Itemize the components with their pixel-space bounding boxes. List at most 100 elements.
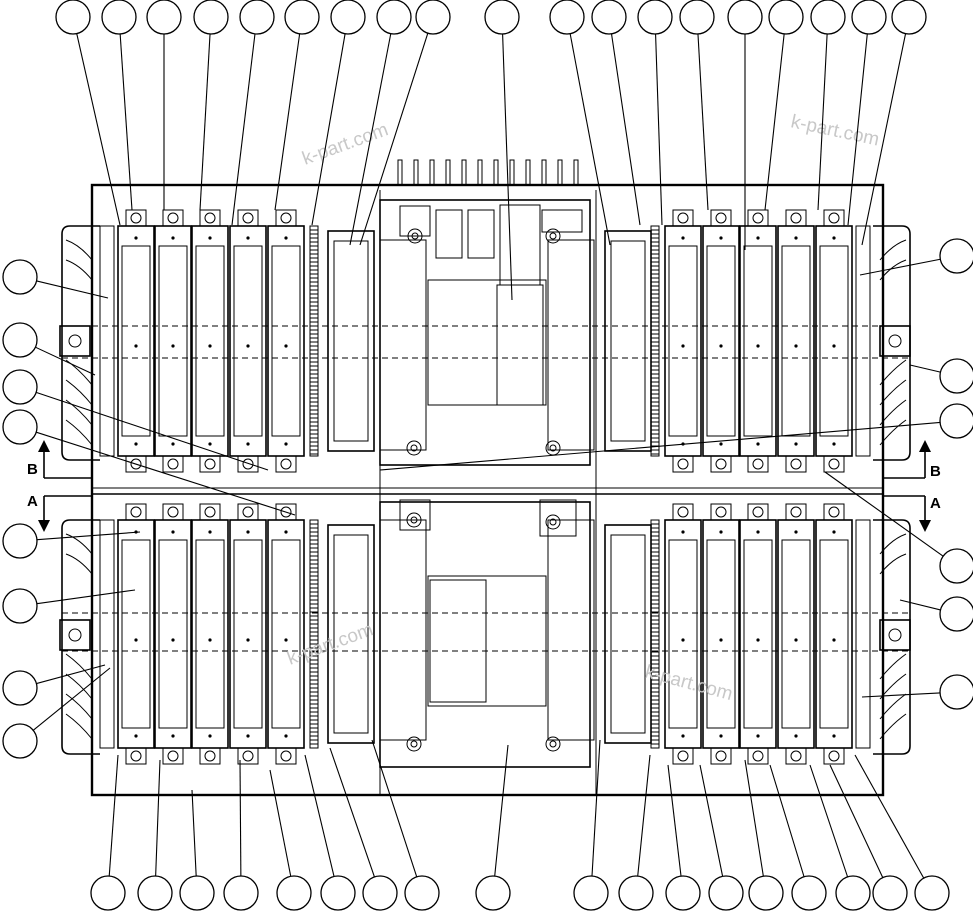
watermark-2: k-part.com — [789, 111, 881, 150]
callout-bubble — [55, 0, 121, 226]
heatsink-comb — [604, 225, 660, 457]
lower-left-bracket — [59, 519, 100, 755]
upper-left-modules — [99, 209, 375, 473]
section-marker-b-left: B — [27, 440, 92, 479]
callout-bubble — [379, 403, 973, 471]
module-card — [815, 503, 853, 765]
callout-bubble — [223, 759, 259, 911]
central-upper-assembly — [379, 190, 597, 795]
module-card — [777, 503, 815, 765]
callout-bubble — [699, 764, 744, 911]
callout-bubble — [2, 523, 141, 559]
callout-bubble — [909, 358, 973, 394]
callout-bubble — [764, 0, 804, 211]
module-card — [229, 503, 267, 765]
callout-bubble — [329, 747, 398, 911]
callout-bubble — [824, 471, 973, 584]
callout-bubble — [899, 596, 973, 632]
module-card — [267, 503, 305, 765]
section-marker-a-left: A — [27, 493, 92, 532]
housing-frame — [90, 183, 885, 797]
callout-bubble — [727, 0, 763, 250]
callout-bubble — [2, 409, 296, 516]
module-card — [815, 209, 853, 473]
callout-bubble — [484, 0, 520, 301]
callout-bubble — [854, 754, 950, 911]
watermark-3: k-part.com — [285, 619, 377, 669]
callout-bubble — [637, 0, 673, 226]
callout-bubble — [359, 0, 451, 246]
section-label-b-left: B — [27, 461, 38, 478]
callout-bubble — [146, 0, 182, 210]
callout-bubble — [193, 0, 229, 211]
heatsink-comb — [309, 225, 375, 457]
section-label-b-right: B — [930, 463, 941, 480]
upper-right-modules — [604, 209, 871, 473]
callout-bubble — [2, 667, 111, 759]
callout-bubble — [679, 0, 715, 211]
callout-bubble — [349, 0, 412, 246]
module-card — [664, 503, 702, 765]
module-card — [191, 209, 229, 473]
callout-bubble — [618, 754, 654, 911]
callout-bubble — [2, 259, 109, 299]
callout-bubble — [137, 759, 173, 911]
section-marker-b-right: B — [883, 440, 941, 480]
heatsink-comb — [604, 519, 660, 749]
watermark-4: k-part.com — [643, 662, 735, 706]
callout-bubble — [829, 764, 908, 911]
callout-bubble — [371, 739, 440, 911]
lower-left-modules — [99, 503, 375, 765]
heatsink-comb — [309, 519, 375, 749]
callout-bubble — [304, 754, 356, 911]
callout-bubble — [179, 789, 215, 911]
module-card — [702, 209, 740, 473]
callout-bubble — [2, 369, 269, 471]
module-card — [117, 209, 155, 473]
module-card — [702, 503, 740, 765]
callout-bubble — [2, 322, 96, 376]
central-lower-assembly — [379, 499, 595, 768]
callout-bubble — [101, 0, 137, 211]
lower-right-modules — [604, 503, 871, 765]
module-card — [229, 209, 267, 473]
callout-bubble — [2, 588, 136, 624]
module-card — [664, 209, 702, 473]
lower-right-bracket — [873, 519, 911, 755]
module-card — [739, 503, 777, 765]
module-card — [267, 209, 305, 473]
callout-bubble — [591, 0, 641, 226]
module-card — [154, 503, 192, 765]
upper-right-bracket — [873, 225, 911, 461]
callout-bubble — [744, 759, 784, 911]
callout-bubble — [809, 764, 871, 911]
callout-bubble — [665, 764, 701, 911]
section-label-a-right: A — [930, 495, 941, 512]
callout-bubble — [90, 754, 126, 911]
module-card — [154, 209, 192, 473]
module-card — [739, 209, 777, 473]
callout-bubble — [475, 744, 511, 911]
callout-bubble — [810, 0, 846, 211]
callout-bubble — [231, 0, 275, 226]
callout-bubble — [861, 674, 973, 710]
callout-bubble — [769, 764, 827, 911]
callout-bubble — [861, 0, 927, 246]
section-marker-a-right: A — [883, 495, 941, 532]
cooling-fins — [397, 159, 579, 185]
module-groups — [99, 209, 871, 765]
callout-bubble — [2, 664, 106, 706]
callout-bubble — [549, 0, 611, 246]
callout-bubble — [311, 0, 366, 226]
upper-left-bracket — [59, 225, 100, 461]
module-card — [191, 503, 229, 765]
module-card — [117, 503, 155, 765]
callout-bubble — [847, 0, 887, 226]
callout-bubble — [859, 238, 973, 276]
callout-bubble — [269, 769, 312, 911]
section-label-a-left: A — [27, 493, 38, 510]
callout-bubble — [573, 739, 609, 911]
